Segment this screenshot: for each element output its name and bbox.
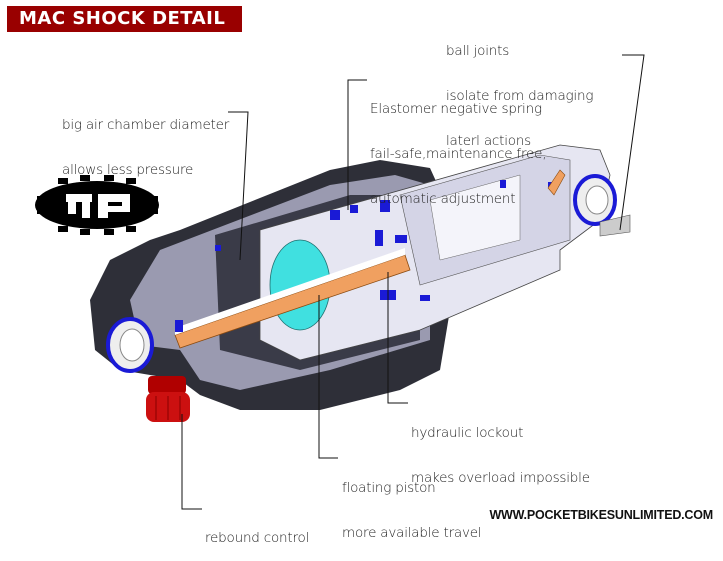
leader-hydraulic-lockout (387, 272, 408, 404)
callout-line: hydraulic lockout (411, 425, 524, 441)
shock-cutaway-diagram (35, 54, 645, 510)
gear-logo-icon (35, 175, 159, 235)
callout-line: isolate from damaging (446, 88, 594, 104)
damper-body (259, 144, 611, 361)
leader-lines (181, 54, 645, 510)
callout-line: Elastomer negative spring (370, 101, 542, 117)
callout-hydraulic-lockout: hydraulic lockout makes overload impossi… (411, 396, 590, 501)
damper-shaft (174, 248, 411, 349)
leader-floating-piston (318, 295, 338, 459)
callout-negative-spring: Elastomer negative spring fail-safe,main… (370, 72, 546, 222)
callout-line: big air chamber diameter (62, 117, 230, 133)
callout-line: allows less pressure (62, 162, 194, 178)
callout-line: makes overload impossible (411, 470, 590, 486)
callout-ball-joints: ball joints isolate from damaging laterl… (446, 14, 593, 164)
leader-ball-joints (619, 54, 645, 231)
callout-line: automatic adjustment (370, 191, 516, 207)
leader-air-chamber (228, 111, 249, 261)
website-url: WWW.POCKETBIKESUNLIMITED.COM (489, 508, 713, 522)
callout-line: rebound control (205, 530, 310, 546)
title-banner: MAC SHOCK DETAIL (7, 6, 242, 32)
callout-rebound-control: rebound control (205, 501, 309, 561)
callout-line: floating piston (342, 480, 436, 496)
eyelet-left (106, 317, 154, 373)
lockout-valve (547, 169, 566, 196)
callout-line: ball joints (446, 43, 510, 59)
leader-negative-spring (347, 79, 367, 210)
eyelet-right (573, 174, 631, 237)
callout-air-chamber: big air chamber diameter allows less pre… (62, 88, 229, 193)
leader-rebound-control (181, 414, 202, 510)
callout-floating-piston: floating piston more available travel (342, 451, 482, 556)
rebound-knob (146, 376, 190, 422)
callout-line: more available travel (342, 525, 482, 541)
callout-line: fail-safe,maintenance free, (370, 146, 547, 162)
callout-line: laterl actions (446, 133, 532, 149)
